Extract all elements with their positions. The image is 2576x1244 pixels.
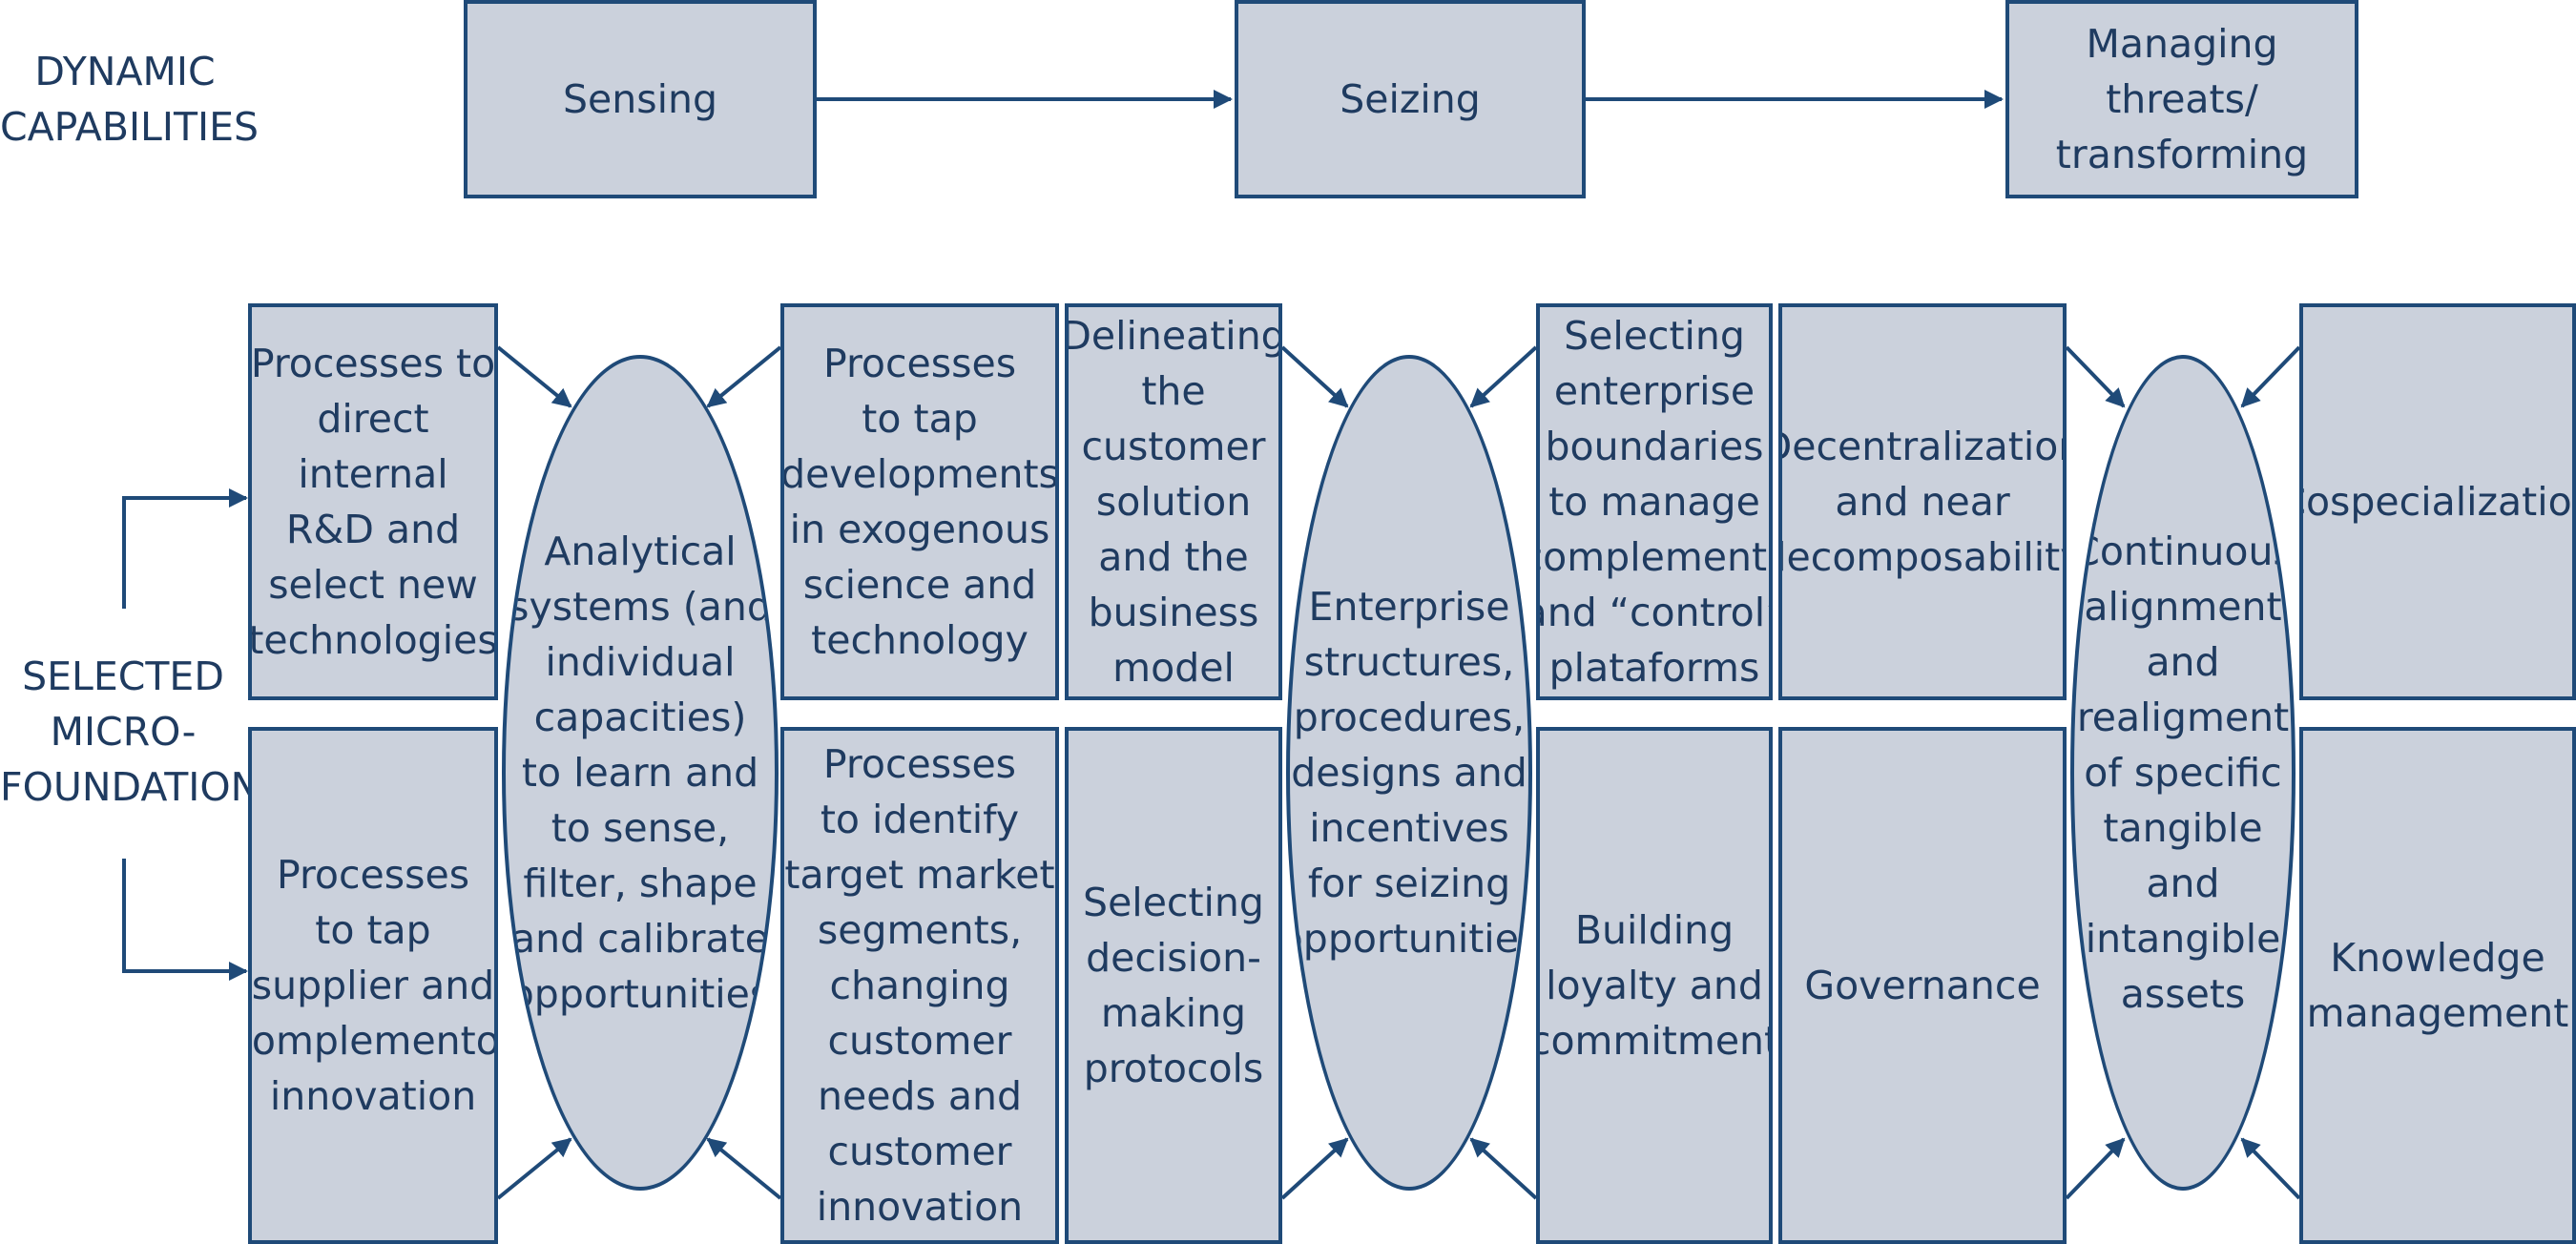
sensing-box: Sensing	[464, 0, 817, 198]
selected-microfoundations-label: SELECTED MICRO- FOUNDATIONS	[0, 653, 285, 810]
loyalty-commitment-box: Building loyalty and commitment	[1536, 727, 1773, 1244]
cospecialization-box: Cospecialization	[2299, 303, 2576, 700]
enterprise-boundaries-box: Selecting enterprise boundaries to manag…	[1536, 303, 1773, 700]
market-segments-box: Processes to identify target market segm…	[780, 727, 1059, 1244]
knowledge-management-box: Knowledge management	[2299, 727, 2576, 1244]
arrow-exogenous-to-analytical	[706, 345, 782, 408]
arrow-cospecialization-to-alignment	[2240, 345, 2301, 408]
arrow-boundaries-to-enterprise	[1469, 345, 1538, 408]
enterprise-structures-ellipse: Enterprise structures, procedures, desig…	[1286, 355, 1532, 1191]
arrow-decision-to-enterprise	[1280, 1137, 1349, 1200]
arrow-decentralization-to-alignment	[2065, 345, 2126, 408]
decision-protocols-box: Selecting decision- making protocols	[1065, 727, 1282, 1244]
delineating-solution-box: Delineating the customer solution and th…	[1065, 303, 1282, 700]
arrow-supplier-to-analytical	[496, 1137, 572, 1200]
dynamic-capabilities-label: DYNAMIC CAPABILITIES	[0, 49, 260, 150]
arrow-rd-to-analytical	[496, 345, 572, 408]
rd-processes-box: Processes to direct internal R&D and sel…	[248, 303, 498, 700]
arrow-governance-to-alignment	[2065, 1137, 2126, 1200]
governance-box: Governance	[1778, 727, 2067, 1244]
analytical-systems-ellipse: Analytical systems (and individual capac…	[502, 355, 779, 1191]
transforming-box: Managing threats/ transforming	[2005, 0, 2358, 198]
arrow-loyalty-to-enterprise	[1469, 1137, 1538, 1200]
continuous-alignment-ellipse: Continuous alignment and realigment of s…	[2070, 355, 2296, 1191]
arrow-to-bottom-row	[122, 859, 248, 981]
exogenous-science-box: Processes to tap developments in exogeno…	[780, 303, 1059, 700]
decentralization-box: Decentralization and near decomposabilit…	[1778, 303, 2067, 700]
seizing-box: Seizing	[1235, 0, 1586, 198]
arrow-market-to-analytical	[706, 1137, 782, 1200]
arrow-to-top-row	[122, 488, 248, 609]
arrow-knowledge-to-alignment	[2240, 1137, 2301, 1200]
arrow-delineating-to-enterprise	[1280, 345, 1349, 408]
supplier-innovation-box: Processes to tap supplier and complement…	[248, 727, 498, 1244]
